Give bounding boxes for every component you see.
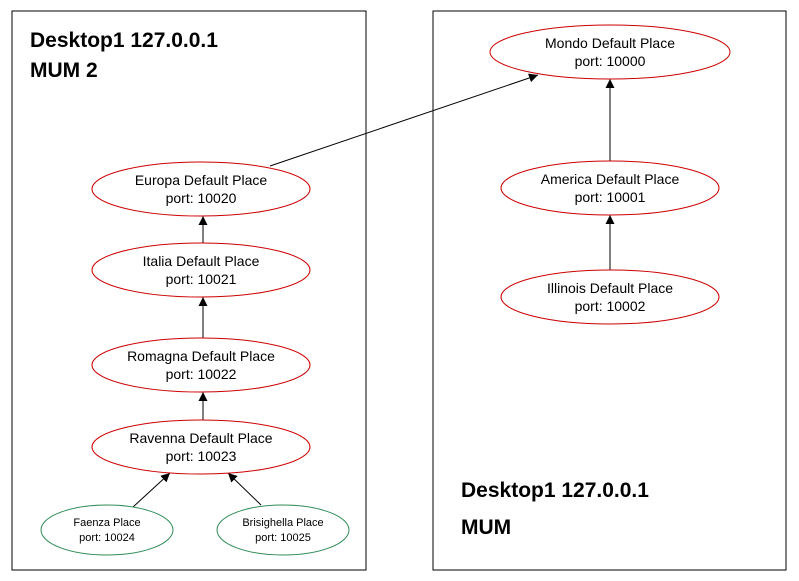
node-port: port: 10025 bbox=[255, 532, 311, 544]
node-name: Italia Default Place bbox=[143, 253, 260, 269]
edge-europa-to-mondo bbox=[269, 73, 539, 167]
node-ellipse bbox=[489, 24, 731, 80]
node-port: port: 10024 bbox=[79, 532, 135, 544]
node-ellipse bbox=[91, 337, 311, 393]
node-america: America Default Place port: 10001 bbox=[500, 160, 720, 216]
node-europa: Europa Default Place port: 10020 bbox=[91, 161, 311, 217]
node-faenza: Faenza Place port: 10024 bbox=[40, 504, 174, 556]
node-ellipse bbox=[40, 504, 174, 556]
node-ellipse bbox=[91, 242, 311, 298]
node-mondo: Mondo Default Place port: 10000 bbox=[489, 24, 731, 80]
node-ellipse bbox=[500, 269, 720, 325]
node-name: Faenza Place bbox=[73, 517, 140, 529]
node-name: Ravenna Default Place bbox=[129, 430, 272, 446]
node-ellipse bbox=[91, 161, 311, 217]
left-panel-title-line2: MUM 2 bbox=[30, 59, 98, 82]
node-port: port: 10022 bbox=[166, 366, 237, 382]
edge-faenza-to-ravenna bbox=[132, 472, 171, 508]
node-romagna: Romagna Default Place port: 10022 bbox=[91, 337, 311, 393]
node-name: Brisighella Place bbox=[242, 517, 323, 529]
node-name: America Default Place bbox=[541, 171, 680, 187]
node-ellipse bbox=[216, 504, 350, 556]
right-panel-title-line2: MUM bbox=[461, 516, 511, 539]
node-port: port: 10021 bbox=[166, 271, 237, 287]
node-port: port: 10000 bbox=[575, 53, 646, 69]
node-port: port: 10020 bbox=[166, 190, 237, 206]
node-name: Romagna Default Place bbox=[127, 348, 275, 364]
node-brisighella: Brisighella Place port: 10025 bbox=[216, 504, 350, 556]
node-name: Mondo Default Place bbox=[545, 35, 675, 51]
node-port: port: 10023 bbox=[166, 448, 237, 464]
node-ellipse bbox=[91, 419, 311, 475]
node-port: port: 10001 bbox=[575, 189, 646, 205]
right-panel-title-line1: Desktop1 127.0.0.1 bbox=[461, 479, 649, 502]
left-panel-title-line1: Desktop1 127.0.0.1 bbox=[30, 29, 218, 52]
node-italia: Italia Default Place port: 10021 bbox=[91, 242, 311, 298]
node-ravenna: Ravenna Default Place port: 10023 bbox=[91, 419, 311, 475]
node-name: Illinois Default Place bbox=[547, 280, 673, 296]
edge-brisighella-to-ravenna bbox=[227, 472, 262, 506]
node-port: port: 10002 bbox=[575, 298, 646, 314]
node-name: Europa Default Place bbox=[135, 172, 268, 188]
node-illinois: Illinois Default Place port: 10002 bbox=[500, 269, 720, 325]
node-ellipse bbox=[500, 160, 720, 216]
